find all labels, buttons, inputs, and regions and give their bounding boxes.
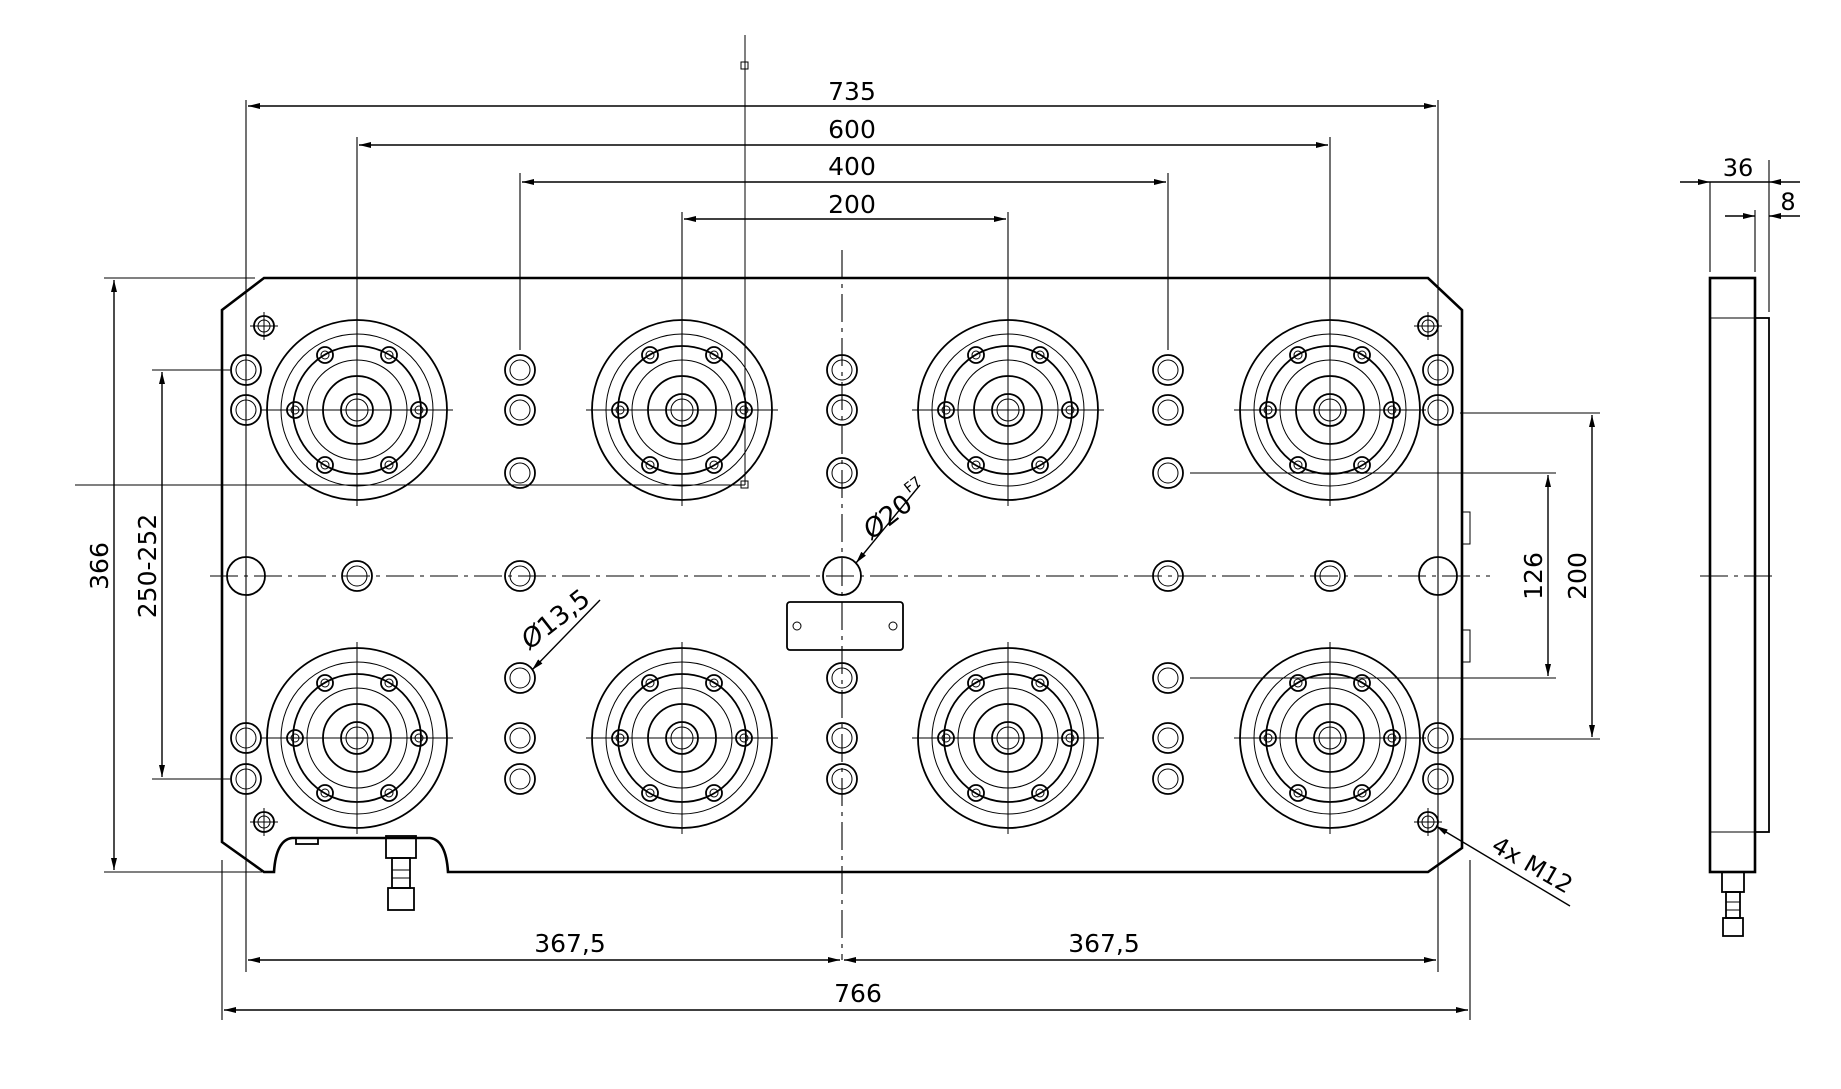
- m12-thread: [250, 808, 278, 836]
- mounting-hole: [341, 560, 373, 592]
- dim-735: 735: [828, 77, 876, 106]
- dim-8: 8: [1780, 188, 1795, 216]
- dim-126: 126: [1519, 552, 1548, 600]
- mounting-hole: [826, 722, 858, 754]
- mounting-hole: [826, 394, 858, 426]
- receiver: [912, 642, 1104, 834]
- mounting-hole: [826, 457, 858, 489]
- side-view: 36 8: [1680, 154, 1800, 937]
- mounting-hole: [1152, 560, 1184, 592]
- mounting-hole: [826, 763, 858, 795]
- receiver: [586, 642, 778, 834]
- nameplate: [786, 601, 904, 651]
- mounting-hole: [504, 722, 536, 754]
- mounting-hole: [1152, 763, 1184, 795]
- dim-36: 36: [1723, 154, 1754, 182]
- m12-thread: [250, 312, 278, 340]
- mounting-hole: [504, 354, 536, 386]
- dim-600: 600: [828, 115, 876, 144]
- dim-366: 366: [85, 542, 114, 590]
- dim-367-5-right: 367,5: [1068, 929, 1140, 958]
- mounting-hole: [1152, 662, 1184, 694]
- dim-200-top: 200: [828, 190, 876, 219]
- dimension-lines: 735 600 400 200 367,5 367,5 766 366 250-…: [85, 77, 1600, 1020]
- side-view-plate: [1708, 276, 1757, 874]
- mounting-hole: [1152, 354, 1184, 386]
- dim-400: 400: [828, 152, 876, 181]
- mounting-hole: [826, 354, 858, 386]
- mounting-hole: [504, 560, 536, 592]
- mounting-hole: [504, 394, 536, 426]
- dim-200-right: 200: [1563, 552, 1592, 600]
- mounting-hole: [1152, 394, 1184, 426]
- mounting-hole: [504, 457, 536, 489]
- dim-367-5-left: 367,5: [534, 929, 606, 958]
- mounting-hole: [504, 763, 536, 795]
- dim-250-252: 250-252: [133, 514, 162, 618]
- dim-766: 766: [834, 979, 882, 1008]
- receiver: [1234, 642, 1426, 834]
- receiver: [586, 314, 778, 506]
- mounting-hole: [1152, 722, 1184, 754]
- mounting-hole: [826, 662, 858, 694]
- front-view: [75, 35, 1490, 960]
- receiver: [261, 314, 453, 506]
- mounting-hole: [504, 662, 536, 694]
- locating-bore: [822, 556, 862, 596]
- receiver: [261, 642, 453, 834]
- mounting-hole: [1152, 457, 1184, 489]
- mounting-hole: [1314, 560, 1346, 592]
- air-connector-fitting: [295, 835, 417, 911]
